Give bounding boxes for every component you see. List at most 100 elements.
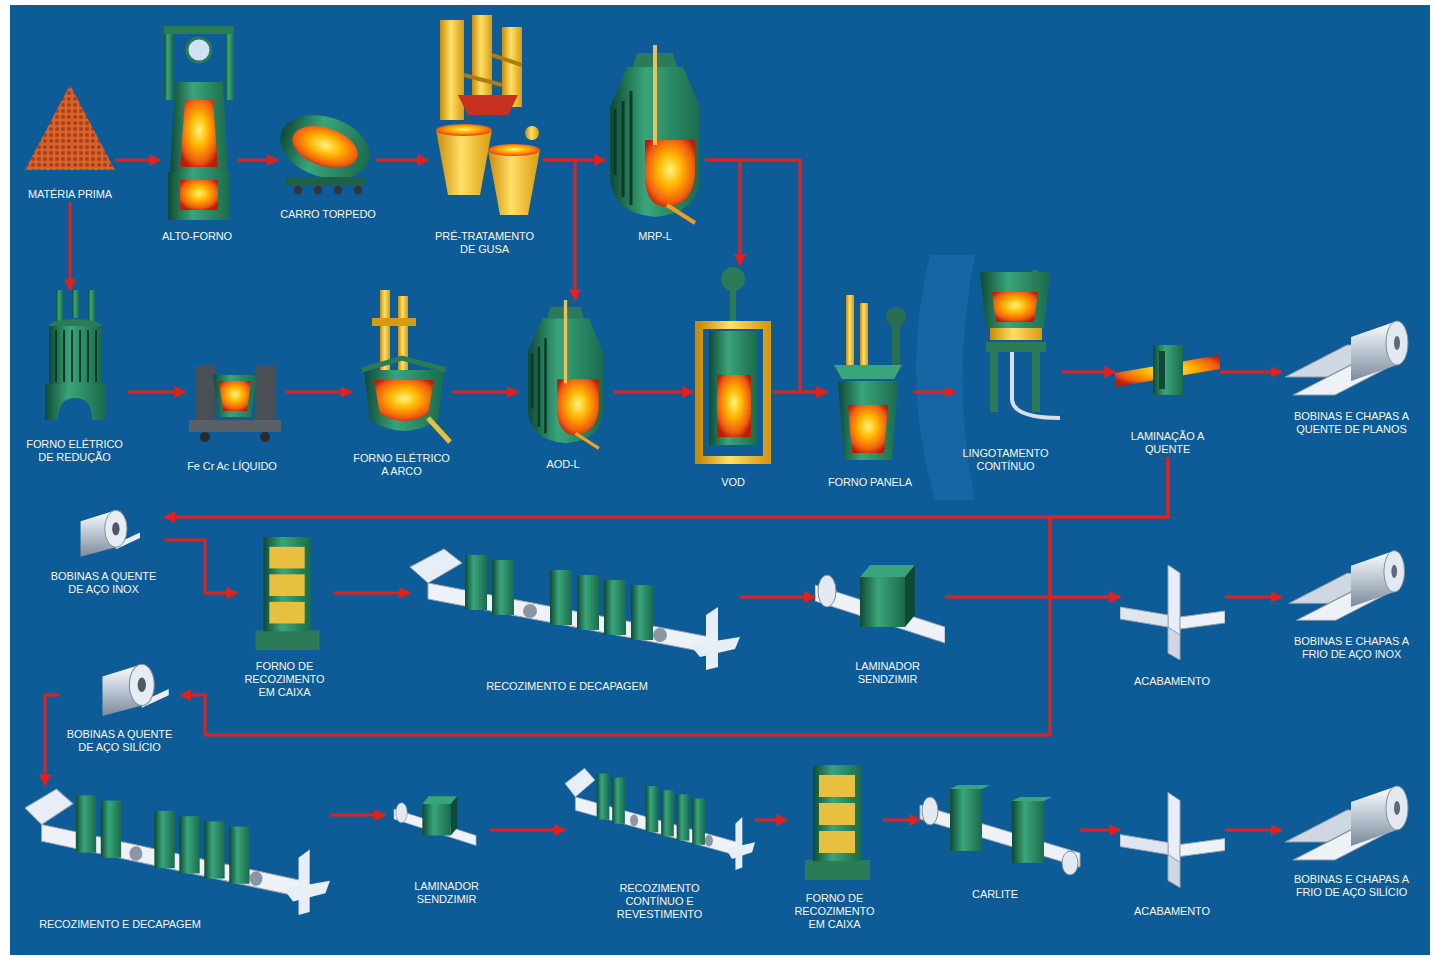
vod-vessel xyxy=(699,325,767,460)
equipment-label: VOD xyxy=(721,476,746,489)
coils-and-sheets xyxy=(1285,786,1408,860)
ladle-furnace xyxy=(846,295,854,365)
converter xyxy=(610,45,700,223)
equipment-label: BOBINAS E CHAPAS A FRIO DE AÇO INOX xyxy=(1282,635,1422,661)
carlite-line xyxy=(950,785,990,789)
reduction-furnace xyxy=(56,290,63,322)
equipment-node: LAMINADOR SENDZIMIR xyxy=(385,790,490,907)
ladle-furnace xyxy=(834,295,906,460)
equipment-label: RECOZIMENTO E DECAPAGEM xyxy=(39,918,202,931)
ladle-car xyxy=(189,365,281,442)
continuous-caster xyxy=(1012,352,1060,418)
annealing-pickling-line xyxy=(410,549,740,670)
torpedo-car xyxy=(314,186,322,194)
hot-rolling-mill xyxy=(1115,345,1220,395)
equipment-label: FORNO ELÉTRICO DE REDUÇÃO xyxy=(22,438,127,464)
equipment-node: RECOZIMENTO E DECAPAGEM xyxy=(25,785,330,932)
equipment-node: PRÉ-TRATAMENTO DE GUSA xyxy=(428,15,543,257)
equipment-node: ACABAMENTO xyxy=(1120,565,1225,689)
annealing-pickling-line xyxy=(25,789,330,915)
equipment-node: ALTO-FORNO xyxy=(160,22,238,244)
ore-pile xyxy=(25,85,115,170)
flow-arrow xyxy=(1062,371,1115,374)
equipment-label: BOBINAS A QUENTE DE AÇO INOX xyxy=(44,570,164,596)
vod-vessel xyxy=(709,331,757,445)
blast-furnace xyxy=(164,26,234,220)
equipment-node: LAMINADOR SENDZIMIR xyxy=(815,555,945,687)
flow-arrow xyxy=(913,391,956,394)
equipment-node: CARRO TORPEDO xyxy=(278,105,377,222)
ladle-furnace xyxy=(834,365,902,379)
ore-pile xyxy=(25,85,115,170)
equipment-label: LAMINADOR SENDZIMIR xyxy=(845,660,930,686)
equipment-node: LINGOTAMENTO CONTÍNUO xyxy=(956,270,1063,474)
hot-metal-pretreatment xyxy=(458,95,518,115)
equipment-node: FORNO ELÉTRICO A ARCO xyxy=(352,290,453,479)
hot-rolling-mill xyxy=(1153,345,1183,395)
ladle-furnace xyxy=(892,325,900,365)
ladle-car xyxy=(255,365,275,420)
continuous-caster xyxy=(980,272,1050,328)
flow-arrow xyxy=(333,592,410,595)
ladle-furnace xyxy=(860,303,868,365)
equipment-node: BOBINAS A QUENTE DE AÇO INOX xyxy=(44,505,165,597)
equipment-node: FORNO PANELA xyxy=(827,295,913,490)
finishing-symbol xyxy=(1120,565,1225,660)
equipment-label: BOBINAS E CHAPAS A QUENTE DE PLANOS xyxy=(1282,410,1422,436)
coils-and-sheets xyxy=(1285,321,1408,395)
flow-arrow xyxy=(773,391,827,394)
flow-arrow xyxy=(115,159,160,162)
reduction-furnace xyxy=(72,290,79,318)
continuous-caster xyxy=(980,270,1060,418)
hot-rolling-mill xyxy=(1159,351,1165,389)
hot-metal-pretreatment xyxy=(472,15,492,105)
flow-arrow xyxy=(285,391,352,394)
box-annealing-furnace xyxy=(805,765,870,880)
continuous-annealing-line xyxy=(565,768,755,870)
torpedo-car xyxy=(287,118,363,175)
equipment-node: MRP-L xyxy=(605,45,705,244)
equipment-label: ALTO-FORNO xyxy=(161,230,233,243)
ladle-furnace xyxy=(838,381,898,460)
equipment-node: CARLITE xyxy=(920,785,1080,902)
equipment-label: LAMINADOR SENDZIMIR xyxy=(404,880,489,906)
continuous-caster xyxy=(990,328,1042,340)
flow-arrow xyxy=(705,160,827,392)
flow-arrow xyxy=(945,596,1120,599)
equipment-node: LAMINAÇÃO A QUENTE xyxy=(1115,345,1220,457)
reduction-furnace xyxy=(88,290,95,322)
carlite-line xyxy=(920,805,1080,867)
equipment-label: CARLITE xyxy=(972,888,1019,901)
reduction-furnace xyxy=(45,290,105,420)
hot-metal-pretreatment xyxy=(436,124,492,136)
converter xyxy=(528,300,603,448)
equipment-label: Fe Cr Ac LÍQUIDO xyxy=(187,460,278,473)
continuous-caster xyxy=(990,352,998,412)
equipment-label: BOBINAS E CHAPAS A FRIO DE AÇO SILÍCIO xyxy=(1282,873,1422,899)
hot-metal-pretreatment xyxy=(464,55,522,85)
flow-arrow xyxy=(1220,371,1282,374)
equipment-label: FORNO PANELA xyxy=(827,476,913,489)
hot-coil xyxy=(81,510,140,556)
electric-arc-furnace xyxy=(374,380,434,421)
reduction-furnace xyxy=(56,330,96,382)
carlite-line xyxy=(950,789,982,851)
ladle-car xyxy=(219,381,251,411)
electric-arc-furnace xyxy=(372,318,416,326)
continuous-caster xyxy=(1032,352,1040,412)
flow-arrow xyxy=(165,540,238,593)
flow-arrow xyxy=(543,160,575,300)
equipment-node: FORNO DE RECOZIMENTO EM CAIXA xyxy=(237,537,333,700)
ladle-car xyxy=(189,420,281,432)
equipment-node: ACABAMENTO xyxy=(1120,790,1225,919)
hot-metal-pretreatment xyxy=(488,150,540,215)
blast-furnace xyxy=(170,82,228,172)
flow-arrow xyxy=(377,159,429,162)
equipment-label: LINGOTAMENTO CONTÍNUO xyxy=(956,447,1056,473)
flow-arrow xyxy=(128,391,185,394)
flow-arrow xyxy=(755,819,787,822)
flow-arrow xyxy=(69,202,72,290)
continuous-caster xyxy=(992,292,1038,322)
